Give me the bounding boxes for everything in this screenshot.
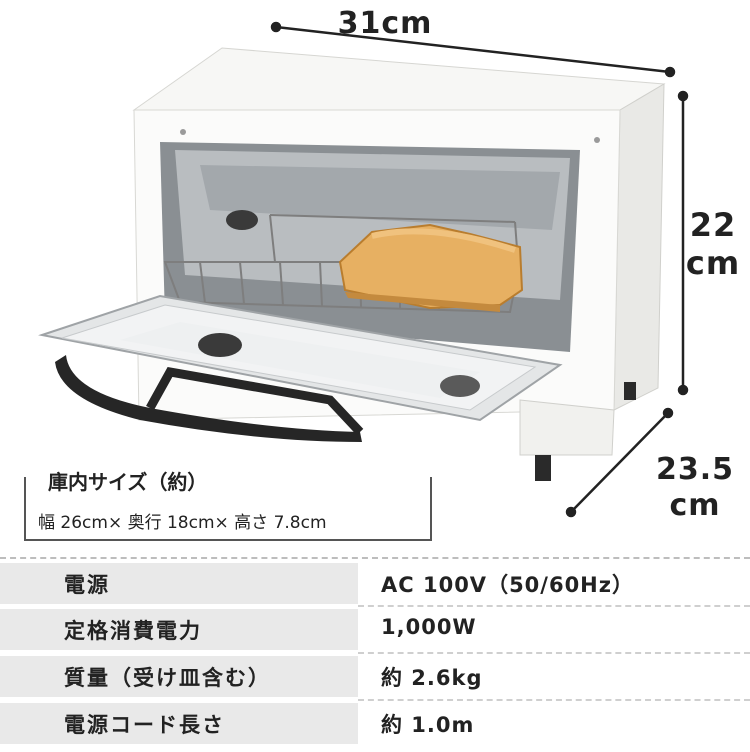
depth-dimension-line xyxy=(565,407,674,518)
row-divider xyxy=(358,652,750,654)
spec-value: 約 2.6kg xyxy=(381,666,483,690)
spec-label: 電源コード長さ xyxy=(64,713,225,737)
depth-value: 23.5 xyxy=(655,452,735,487)
interior-size-title: 庫内サイズ（約） xyxy=(40,466,216,495)
spec-label-cell: 電源コード長さ xyxy=(0,703,358,744)
depth-unit: cm xyxy=(669,488,721,523)
spec-value: AC 100V（50/60Hz） xyxy=(381,573,634,597)
toaster-oven-illustration xyxy=(38,21,689,518)
spec-row: 定格消費電力 1,000W xyxy=(0,609,750,650)
spec-value: 1,000W xyxy=(381,615,477,639)
height-value: 22 xyxy=(689,206,737,244)
height-label: 22 cm xyxy=(676,206,750,282)
spec-label-cell: 定格消費電力 xyxy=(0,609,358,650)
width-dimension-line xyxy=(270,21,676,78)
row-divider xyxy=(358,699,750,701)
oven-foot xyxy=(535,455,551,481)
height-unit: cm xyxy=(685,244,741,282)
spec-row: 電源コード長さ 約 1.0m xyxy=(0,703,750,744)
interior-size-box xyxy=(24,477,432,541)
spec-label-cell: 質量（受け皿含む） xyxy=(0,656,358,697)
row-divider xyxy=(358,605,750,607)
toast-slice xyxy=(338,223,524,312)
spec-label: 定格消費電力 xyxy=(64,619,202,643)
door-handle xyxy=(55,355,364,442)
spec-label-cell: 電源 xyxy=(0,563,358,604)
oven-door xyxy=(38,294,563,422)
spec-row: 電源 AC 100V（50/60Hz） xyxy=(0,563,750,604)
width-label: 31cm xyxy=(337,6,433,41)
depth-label: 23.5 cm xyxy=(640,452,750,524)
interior-size-dims: 幅 26cm× 奥行 18cm× 高さ 7.8cm xyxy=(38,513,327,533)
spec-value: 約 1.0m xyxy=(381,713,475,737)
spec-table: 電源 AC 100V（50/60Hz） 定格消費電力 1,000W 質量（受け皿… xyxy=(0,557,750,752)
spec-label: 電源 xyxy=(64,573,110,597)
spec-row: 質量（受け皿含む） 約 2.6kg xyxy=(0,656,750,697)
spec-label: 質量（受け皿含む） xyxy=(64,666,271,690)
height-dimension-line xyxy=(677,90,689,396)
oven-foot xyxy=(624,382,636,400)
